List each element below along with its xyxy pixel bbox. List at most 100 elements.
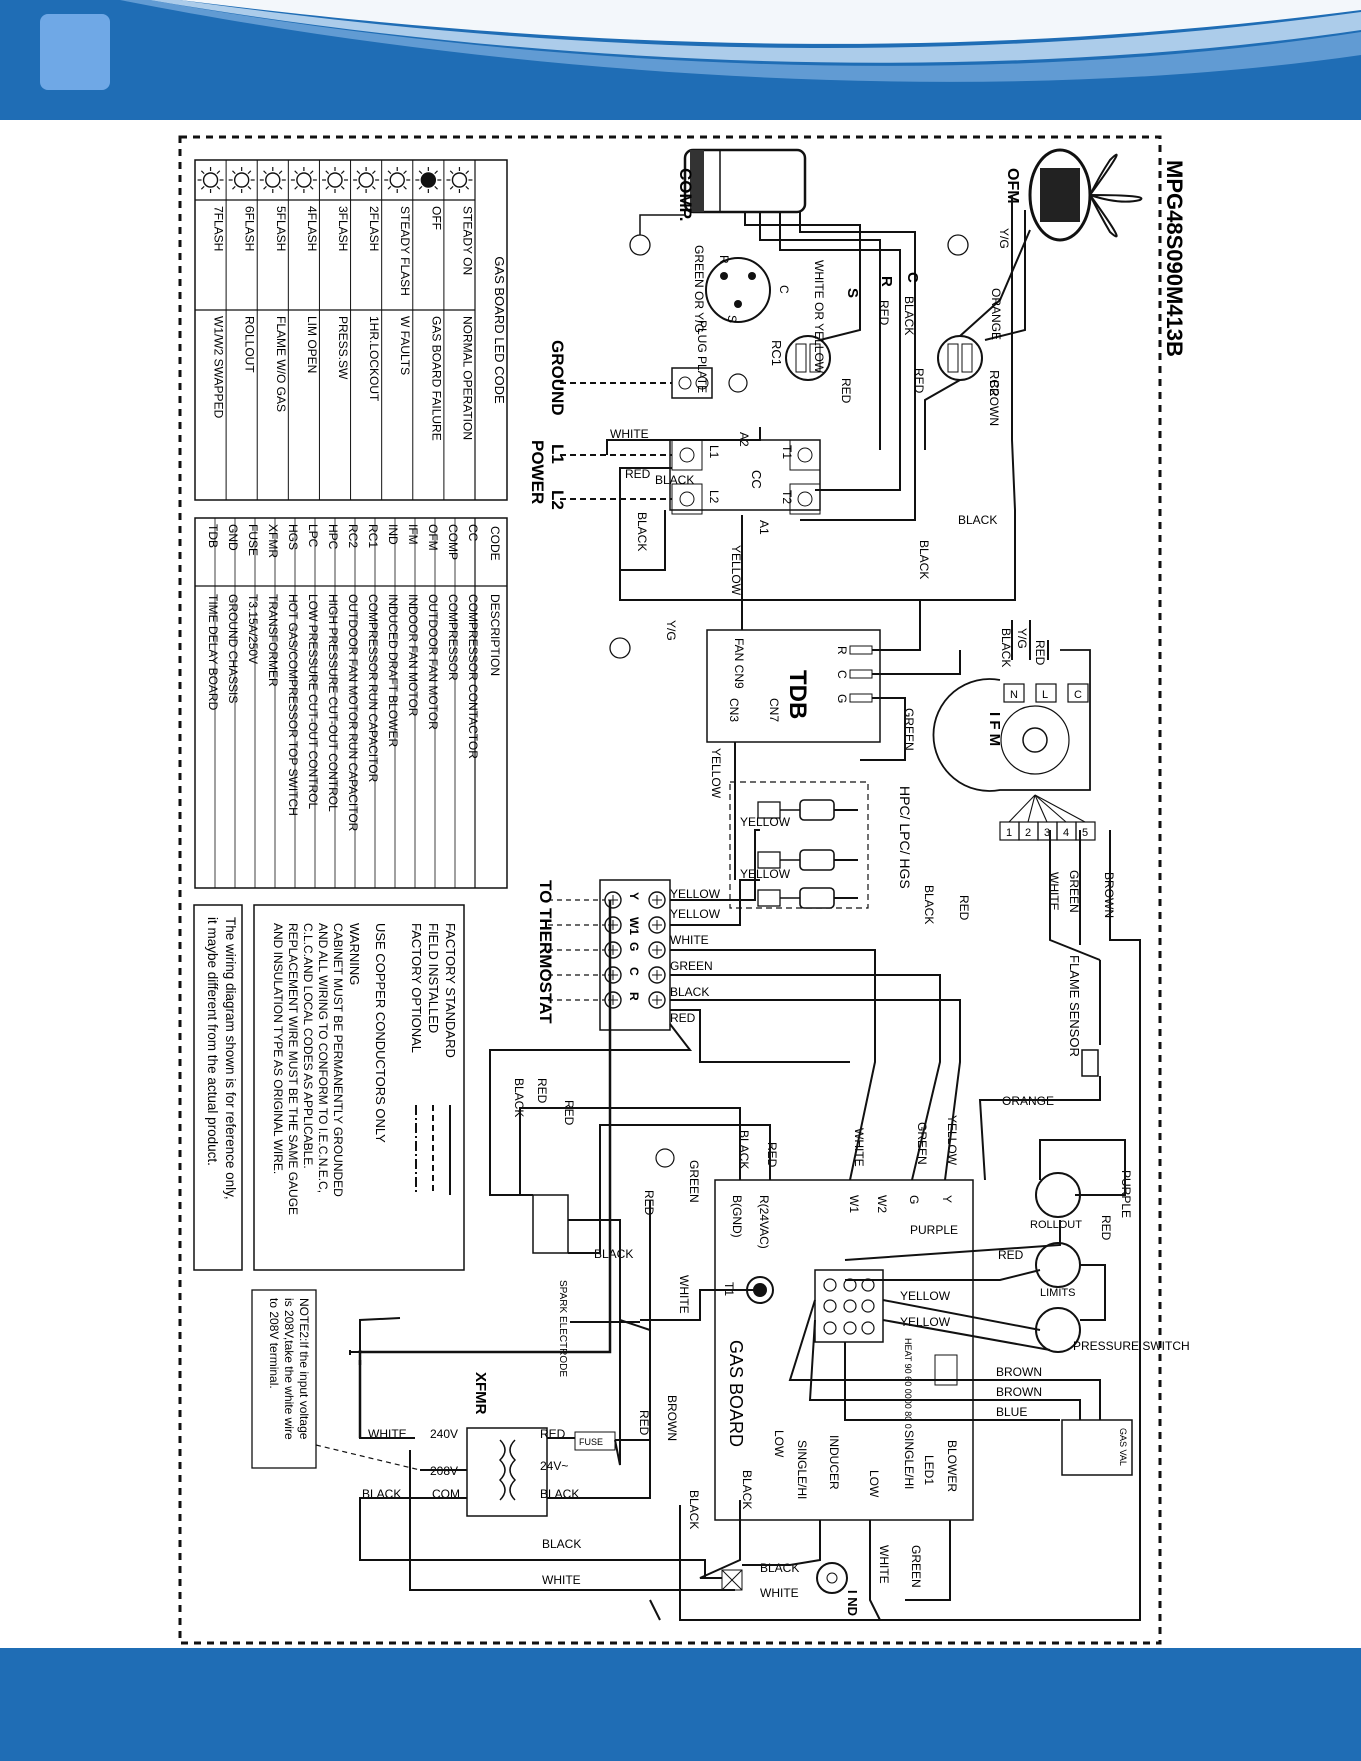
ofm-ground-icon (947, 234, 969, 256)
code-row-description: COMPRESSOR (446, 594, 460, 681)
ofm-yg-label: Y/G (997, 228, 1011, 249)
wire-black-mid-label: BLACK (917, 540, 931, 579)
wire-yg-gnd-label: Y/G (664, 620, 678, 641)
l1-terminal-label: L1 (707, 445, 721, 459)
limits-label: LIMITS (1040, 1287, 1075, 1299)
code-row-code: RC1 (366, 524, 380, 548)
note2-leader (315, 1444, 421, 1471)
pressure-switches-group: HPC/ LPC/ HGS (729, 781, 913, 909)
legend-box: FACTORY STANDARD FIELD INSTALLED FACTORY… (253, 904, 465, 1271)
led-7-icon (197, 167, 224, 193)
tdb-c-label: C (835, 670, 849, 679)
wire-red-left2-label: RED (562, 1100, 576, 1126)
note2-line-3: to 208V terminal. (267, 1298, 281, 1389)
tdb-cn7-label: CN7 (767, 698, 781, 722)
ifm-top-pin-label: C (1074, 689, 1082, 701)
wire-red-sw-label: RED (957, 895, 971, 921)
tdb-g-label: G (835, 694, 849, 703)
wire-black-sw-label: BLACK (922, 885, 936, 924)
tdb-label: TDB (784, 670, 811, 719)
wire-white-xbot-label: WHITE (542, 1573, 581, 1587)
code-row-code: IND (386, 524, 400, 545)
gas-board-w1-label: W1 (847, 1195, 861, 1213)
return-wire (649, 1599, 661, 1621)
t2-terminal-label: T2 (780, 490, 794, 504)
reference-note: The wiring diagram shown is for referenc… (193, 904, 243, 1271)
wire-r-label: R (878, 276, 895, 287)
blower-label: BLOWER (945, 1440, 959, 1492)
led-steady-on-icon (446, 167, 473, 193)
wire-black-c-label: BLACK (902, 296, 916, 335)
comp-label: COMP. (676, 168, 695, 222)
led-3-icon (322, 167, 348, 193)
wire-red-rc1-label: RED (839, 378, 853, 404)
wire-red-l1-label: RED (625, 467, 651, 481)
spark-electrode: SPARK ELECTRODE (557, 1280, 640, 1377)
wire-s-label: S (844, 288, 861, 298)
code-row-description: HIGH PRESSURE CUT-OUT CONTROL (326, 594, 340, 812)
inducer-low-label: LOW (772, 1430, 786, 1458)
gas-val-label: GAS VAL (1118, 1428, 1128, 1466)
l2-terminal-label: L2 (707, 490, 721, 504)
led-flash-icon (384, 167, 411, 193)
flame-sensor-label: FLAME SENSOR (1067, 955, 1082, 1057)
led-row-meaning: W FAULTS (398, 316, 412, 375)
warning-line: REPLACEMENT WIRE MUST BE THE SAME GAUGE (286, 923, 300, 1215)
ground-icon (629, 234, 651, 256)
code-row-description: INDOOR FAN MOTOR (406, 594, 420, 717)
wire-black-ind-label: BLACK (740, 1470, 754, 1509)
reference-note-line-1: The wiring diagram shown is for referenc… (223, 917, 238, 1200)
led-row-state: OFF (429, 206, 443, 230)
wire-black-top-label: BLACK (958, 513, 997, 527)
thermostat-terminal-label: G (627, 942, 641, 951)
comp-ofm-wires (619, 195, 1031, 601)
legend-factory-optional: FACTORY OPTIONAL (409, 923, 424, 1053)
rollout-label: ROLLOUT (1030, 1219, 1082, 1231)
led-table-title: GAS BOARD LED CODE (492, 256, 507, 404)
heat-dip-label: HEAT 90 60 0000 80 0 (903, 1338, 913, 1429)
l1-power-label: L1 (548, 444, 567, 464)
legend-factory-standard: FACTORY STANDARD (443, 923, 458, 1058)
cc-label: CC (749, 470, 764, 489)
ofm-label: OFM (1004, 168, 1021, 204)
contactor-ground-icon (609, 637, 631, 659)
code-row-description: OUTDOOR FAN MOTOR RUN CAPACITOR (346, 594, 360, 832)
code-header: CODE (488, 526, 502, 561)
code-row-description: INDUCED DRAFT BLOWER (386, 594, 400, 747)
led-row-meaning: LIM OPEN (305, 316, 319, 373)
blower-single-hi-label: SINGLE/HI (902, 1430, 916, 1489)
warning-line: CABINET MUST BE PERMANENTLY GROUNDED (331, 923, 345, 1197)
wire-black-spark-label: BLACK (594, 1247, 633, 1261)
code-row-code: OFM (426, 524, 440, 551)
thermostat-terminal-label: W1 (627, 917, 641, 935)
flame-sensor: FLAME SENSOR (1067, 955, 1101, 1077)
led-4-icon (290, 167, 317, 193)
code-row-code: TDB (206, 524, 220, 548)
inducer-single-hi-label: SINGLE/HI (795, 1440, 809, 1499)
comp-terminal-block (705, 257, 771, 323)
gas-board: GAS BOARD B(GND) R(24VAC) W1 W2 G Y T1 H… (714, 1179, 974, 1521)
outdoor-fan-motor: OFM (1004, 148, 1143, 242)
inducer-label: INDUCER (827, 1435, 841, 1490)
wire-yellow-a1-label: YELLOW (729, 545, 743, 596)
l2-power-label: L2 (548, 490, 567, 510)
wire-yellow-y-label: YELLOW (670, 887, 721, 901)
led-row-state: 5FLASH (274, 206, 288, 251)
wire-black-l2-label: BLACK (635, 512, 649, 551)
wire-brown-gb-label: BROWN (665, 1395, 679, 1441)
ground-label: GROUND (548, 340, 567, 416)
wire-white-l1-label: WHITE (610, 427, 649, 441)
wire-yg-ifm-label: Y/G (1015, 628, 1029, 649)
comp-r-pin: R (717, 255, 731, 264)
code-row-description: COMPRESSOR CONTACTOR (466, 594, 480, 759)
wire-black-r-label: BLACK (670, 985, 709, 999)
wire-red-limits-label: RED (998, 1248, 1024, 1262)
wire-red-rollout-label: RED (1099, 1215, 1113, 1241)
induced-draft-blower: I ND BLACK WHITE (721, 1561, 860, 1616)
rollout-switch: ROLLOUT (1030, 1172, 1082, 1231)
wire-yellow-ps1-label: YELLOW (900, 1289, 951, 1303)
ifm-wire-labels: BLACK Y/G RED WHITE GREEN BROWN (999, 628, 1116, 918)
thermostat-terminal-label: Y (627, 892, 641, 900)
code-row-code: RC2 (346, 524, 360, 548)
